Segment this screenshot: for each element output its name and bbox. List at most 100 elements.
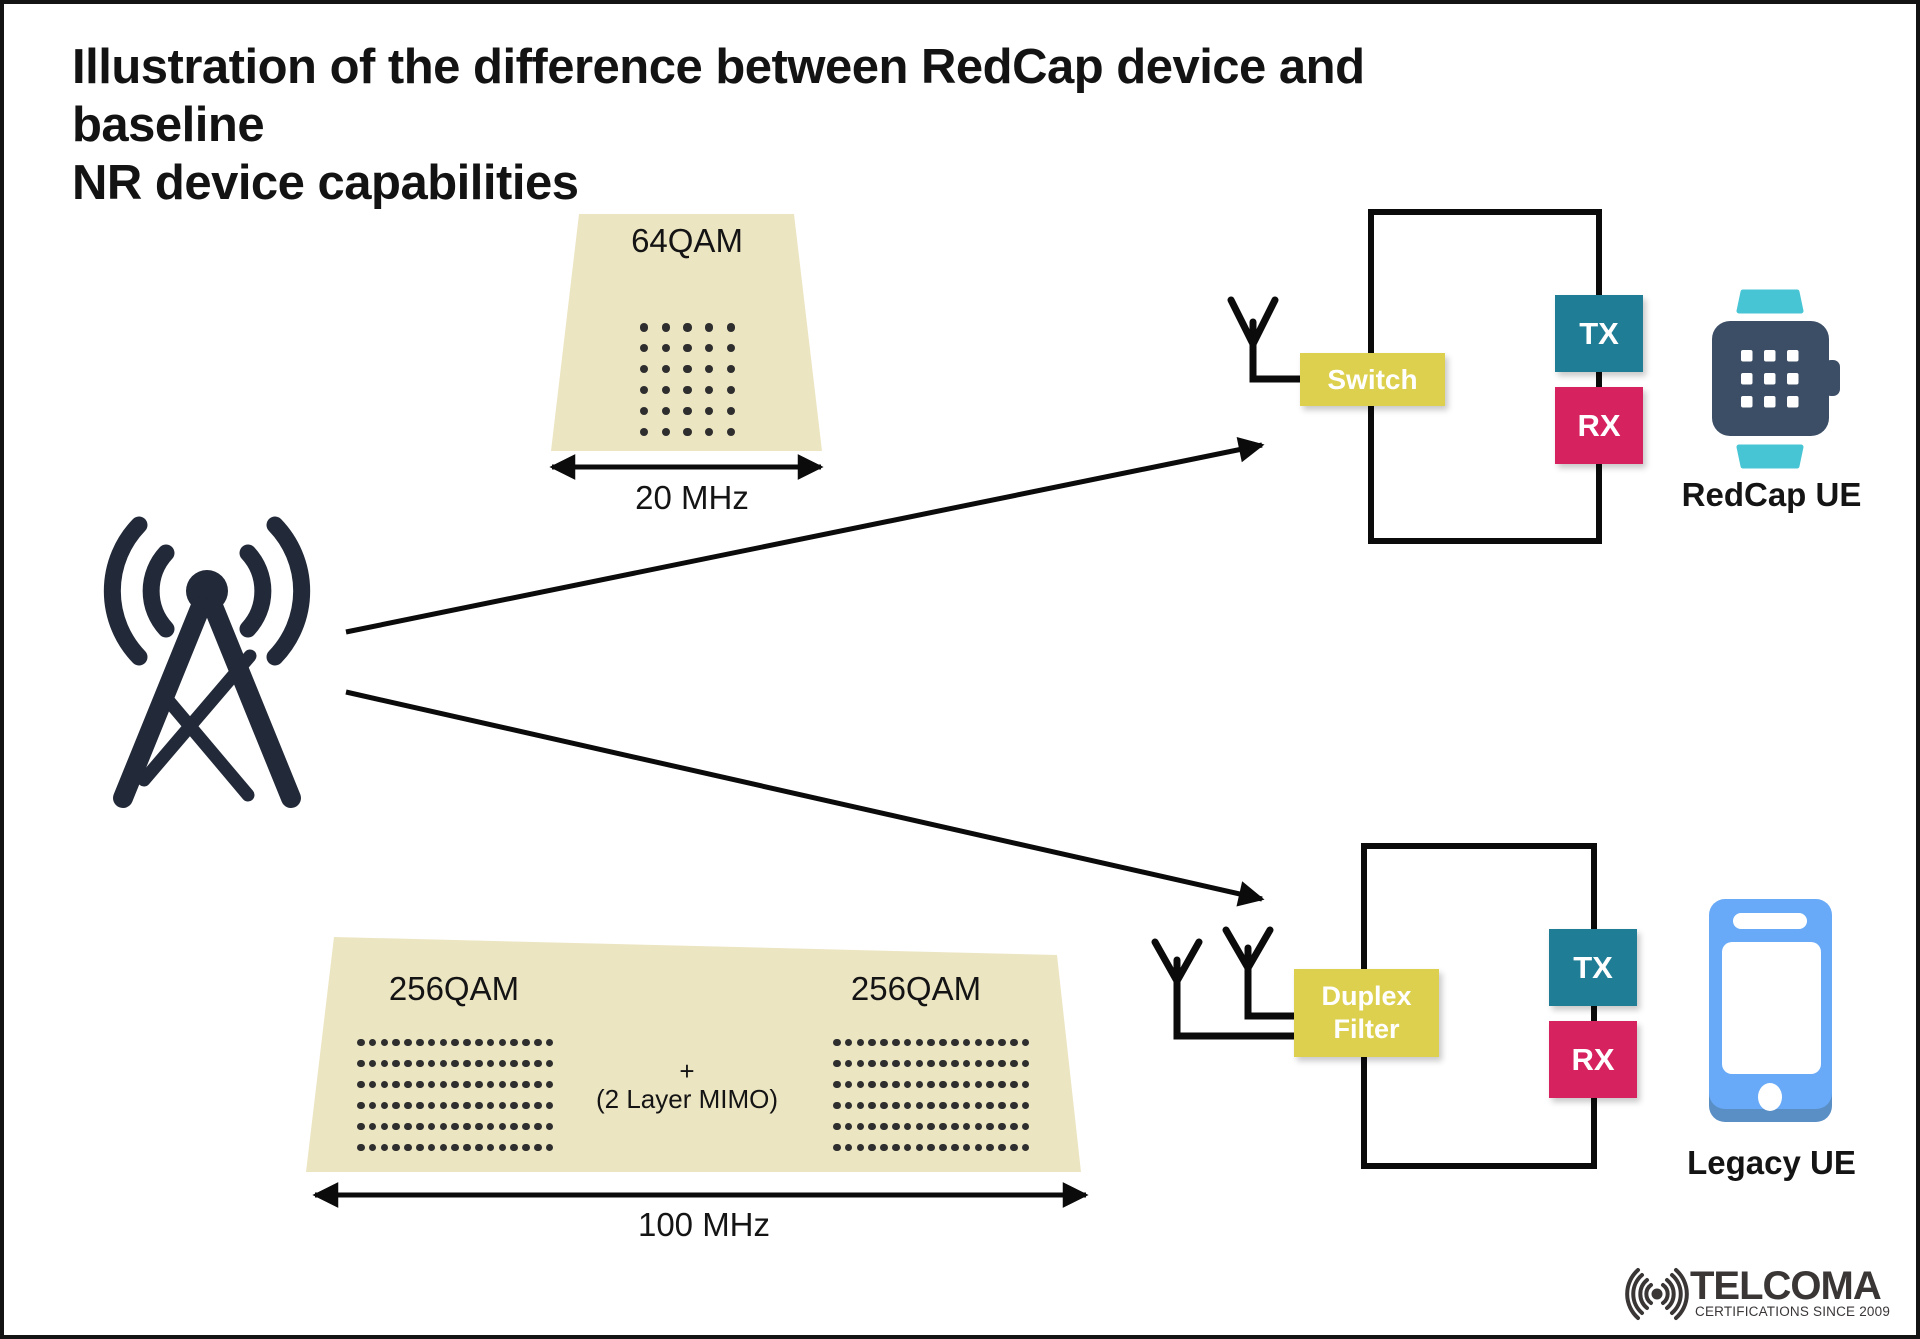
constellation-dot [368,1143,377,1152]
constellation-dot [962,1059,971,1068]
duplex-filter-label-line1: Duplex [1321,981,1412,1011]
label-256qam-left: 256QAM [388,970,520,1007]
constellation-dot [705,323,714,332]
constellation-dot [522,1038,530,1047]
constellation-dot [962,1080,971,1089]
constellation-dot [880,1059,888,1068]
constellation-dot [451,1038,460,1047]
constellation-dot [357,1059,365,1068]
constellation-dot [439,1122,448,1131]
constellation-dot [951,1143,959,1152]
redcap-rx-box: RX [1555,387,1643,464]
constellation-dot [868,1101,877,1110]
constellation-dot [392,1080,401,1089]
constellation-dot [357,1080,365,1089]
constellation-dot [974,1122,983,1131]
constellation-dot [404,1143,412,1152]
smartphone-icon [1709,899,1832,1122]
constellation-dot [486,1080,495,1089]
constellation-dot [915,1059,924,1068]
constellation-dot [927,1143,936,1152]
constellation-dot [534,1143,542,1152]
constellation-dot [962,1122,971,1131]
constellation-dot [392,1143,401,1152]
constellation-dot [498,1122,507,1131]
constellation-dot [683,406,692,416]
constellation-dot [844,1143,853,1152]
redcap-tx-label: TX [1579,315,1619,351]
constellation-dot [892,1080,900,1089]
constellation-dot [986,1143,995,1152]
constellation-dot [498,1080,507,1089]
constellation-dot [726,365,736,374]
page-title-line2: NR device capabilities [72,156,579,210]
constellation-dot [416,1080,424,1089]
constellation-dot [962,1143,971,1152]
constellation-dot [951,1038,959,1047]
constellation-dot [463,1038,471,1047]
constellation-dot [726,406,736,416]
constellation-dot [427,1143,436,1152]
constellation-dot [439,1101,448,1110]
constellation-dot [903,1038,912,1047]
constellation-dot [380,1080,389,1089]
constellation-dot [880,1101,888,1110]
constellation-dot [856,1143,865,1152]
constellation-dot [661,365,670,374]
constellation-dot [661,386,670,395]
constellation-dot [439,1080,448,1089]
constellation-dot [844,1059,853,1068]
constellation-dot [868,1059,877,1068]
cell-tower-icon [103,516,311,808]
constellation-dot [927,1059,936,1068]
constellation-dot [915,1080,924,1089]
diagram-vector-layer [103,209,1840,1320]
constellation-dot [463,1143,471,1152]
constellation-dot [892,1143,900,1152]
constellation-dot [868,1143,877,1152]
constellation-dot [404,1038,412,1047]
constellation-dot [998,1059,1006,1068]
constellation-dot [498,1059,507,1068]
constellation-dot [1021,1038,1030,1047]
constellation-dot [903,1143,912,1152]
constellation-dot [463,1080,471,1089]
constellation-dot [915,1038,924,1047]
constellation-dot [368,1080,377,1089]
constellation-dot [498,1101,507,1110]
constellation-dot [510,1059,519,1068]
constellation-dot [545,1143,554,1152]
constellation-dot [833,1122,841,1131]
constellation-dot [903,1101,912,1110]
constellation-dot [427,1101,436,1110]
constellation-dot [833,1101,841,1110]
constellation-dot [892,1038,900,1047]
constellation-dot [380,1101,389,1110]
constellation-dot [683,427,692,436]
constellation-dot [475,1038,483,1047]
constellation-dot [951,1059,959,1068]
constellation-dot [357,1101,365,1110]
constellation-dot [534,1080,542,1089]
constellation-dot [927,1122,936,1131]
constellation-dot [1010,1038,1018,1047]
label-mimo-note: (2 Layer MIMO) [595,1084,779,1114]
constellation-dot [404,1122,412,1131]
constellation-dot [951,1080,959,1089]
constellation-dot [1021,1143,1030,1152]
label-64qam: 64QAM [631,222,743,259]
constellation-dot [1021,1122,1030,1131]
constellation-dot [833,1059,841,1068]
constellation-dot [463,1101,471,1110]
constellation-dot [903,1080,912,1089]
constellation-dot [451,1059,460,1068]
constellation-grid-256qam-left [355,1032,556,1158]
constellation-dot [951,1101,959,1110]
constellation-dot [639,386,648,395]
constellation-dot [510,1143,519,1152]
label-256qam-right: 256QAM [850,970,982,1007]
constellation-dot [451,1122,460,1131]
constellation-dot [368,1122,377,1131]
constellation-dot [986,1122,995,1131]
